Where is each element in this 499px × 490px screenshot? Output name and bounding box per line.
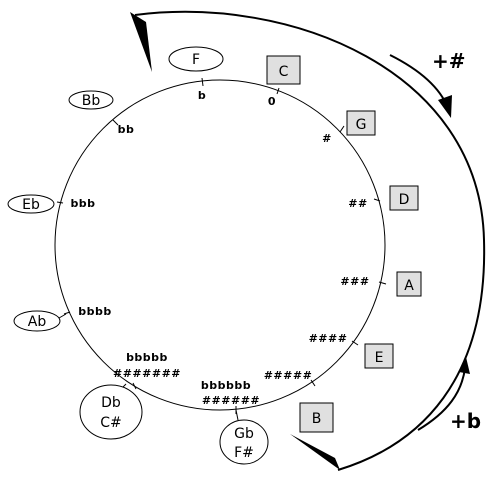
key-oval-f: F (168, 46, 224, 72)
key-label: D (399, 192, 410, 208)
acc-e: #### (309, 332, 348, 345)
key-label: A (404, 278, 414, 294)
key-oval-ab: Ab (13, 310, 61, 332)
arc-start-wedge (130, 12, 152, 72)
key-box-e: E (364, 343, 394, 369)
flat-direction-arrow (417, 367, 466, 431)
acc-db-flats: bbbbb (126, 351, 168, 364)
key-label: Eb (22, 197, 40, 213)
circle-ticks (56, 77, 387, 414)
outer-arc (134, 10, 486, 471)
acc-ab: bbbb (78, 305, 112, 318)
key-label: B (312, 411, 322, 427)
acc-bb: bb (118, 123, 135, 136)
flat-arrowhead (459, 357, 470, 374)
acc-b: ##### (264, 369, 313, 382)
key-label: F (192, 52, 200, 68)
acc-f: b (198, 89, 206, 102)
tick-d (373, 198, 381, 202)
flat-name: Db (101, 395, 121, 411)
flat-name: Gb (234, 426, 254, 442)
acc-eb: bbb (70, 197, 95, 210)
ab-connector (58, 313, 67, 319)
tick-g (339, 125, 345, 133)
key-box-g: G (346, 110, 376, 136)
key-box-d: D (389, 185, 419, 211)
tick-b (310, 379, 316, 387)
key-box-b: B (299, 402, 334, 433)
tick-eb (56, 201, 64, 204)
sharp-name: F# (234, 445, 254, 461)
key-label: C (279, 64, 289, 80)
tick-f (201, 77, 204, 87)
key-label: E (375, 350, 384, 366)
key-label: G (356, 117, 367, 133)
tick-ab (63, 311, 71, 315)
tick-e (351, 340, 359, 346)
key-box-c: C (266, 55, 301, 85)
acc-gb-flats: bbbbbb (201, 379, 251, 392)
acc-d: ## (348, 197, 367, 210)
key-label: Ab (28, 314, 47, 330)
key-oval-eb: Eb (7, 194, 55, 214)
key-circle-gb-fsharp: Gb F# (219, 419, 269, 465)
acc-c: 0 (268, 95, 276, 108)
arc-end-wedge (290, 434, 340, 470)
tick-bb (112, 119, 119, 126)
key-box-a: A (396, 271, 422, 297)
acc-a: ### (340, 275, 369, 288)
tick-db (132, 382, 137, 390)
key-oval-bb: Bb (68, 90, 114, 110)
sharp-direction-label: +# (432, 49, 466, 73)
tick-a (378, 281, 387, 285)
sharp-name: C# (100, 415, 122, 431)
acc-g: # (322, 132, 332, 145)
key-circle-db-csharp: Db C# (79, 384, 143, 440)
acc-fsharp-sharps: ###### (202, 394, 260, 407)
circle-outline (54, 79, 386, 411)
acc-csharp-sharps: ####### (113, 367, 181, 380)
tick-c (276, 87, 280, 95)
gb-connector (235, 409, 239, 421)
key-label: Bb (82, 93, 101, 109)
flat-direction-label: +b (450, 409, 481, 433)
sharp-arrowhead (438, 95, 452, 118)
